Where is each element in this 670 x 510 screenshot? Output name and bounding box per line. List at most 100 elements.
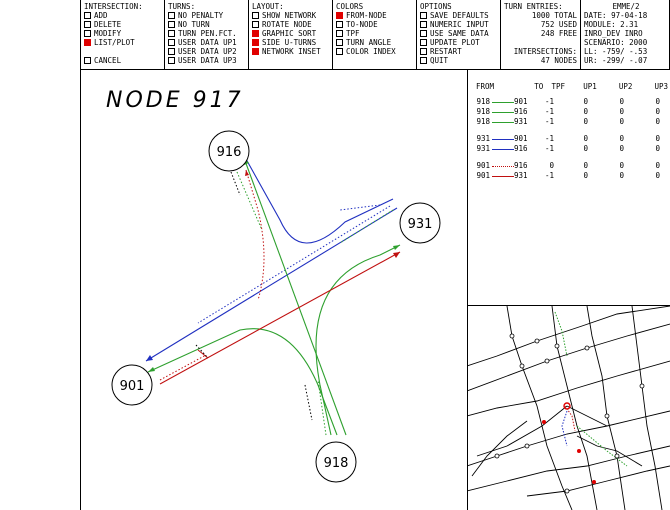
intersection-menu: INTERSECTION: ADD DELETE MODIFY LIST/PLO… xyxy=(81,0,165,70)
menu-item-update-plot[interactable]: UPDATE PLOT xyxy=(420,38,497,47)
checkbox-checked[interactable] xyxy=(252,39,259,46)
checkbox[interactable] xyxy=(84,57,91,64)
info-ur: UR: -299/ -.07 xyxy=(584,56,648,65)
menu-item-show-network[interactable]: SHOW NETWORK xyxy=(252,11,329,20)
checkbox[interactable] xyxy=(420,30,427,37)
info-user: INRO_DEV INRO xyxy=(584,29,643,38)
cell-up2: 0 xyxy=(619,107,624,116)
cell-up1: 0 xyxy=(583,97,588,106)
cell-up3: 0 xyxy=(655,171,660,180)
menu-item-side-u-turns[interactable]: SIDE U-TURNS xyxy=(252,38,329,47)
checkbox[interactable] xyxy=(336,48,343,55)
plot-area[interactable] xyxy=(80,70,670,510)
info-panel: EMME/2 DATE: 97-04-18 MODULE: 2.31 INRO_… xyxy=(581,0,670,70)
inset-node-marker xyxy=(577,449,581,453)
menu-item-use-same-data[interactable]: USE SAME DATA xyxy=(420,29,497,38)
checkbox[interactable] xyxy=(84,30,91,37)
layout-menu: LAYOUT: SHOW NETWORK ROTATE NODE GRAPHIC… xyxy=(249,0,333,70)
checkbox[interactable] xyxy=(168,57,175,64)
colors-header: COLORS xyxy=(336,2,364,11)
menu-item-cancel[interactable]: CANCEL xyxy=(84,56,161,65)
checkbox[interactable] xyxy=(336,21,343,28)
menu-item-numeric-input[interactable]: NUMERIC INPUT xyxy=(420,20,497,29)
color-swatch-line xyxy=(492,101,514,103)
cell-tpf: -1 xyxy=(544,144,554,153)
menu-item-rotate-node[interactable]: ROTATE NODE xyxy=(252,20,329,29)
menu-item-modify[interactable]: MODIFY xyxy=(84,29,161,38)
options-header: OPTIONS xyxy=(420,2,452,11)
checkbox[interactable] xyxy=(420,57,427,64)
checkbox[interactable] xyxy=(252,21,259,28)
cell-tpf: -1 xyxy=(544,134,554,143)
menu-item-user-data-up3[interactable]: USER DATA UP3 xyxy=(168,56,245,65)
checkbox[interactable] xyxy=(336,30,343,37)
cell-tpf: -1 xyxy=(544,171,554,180)
checkbox-checked[interactable] xyxy=(84,39,91,46)
cell-up2: 0 xyxy=(619,161,624,170)
checkbox[interactable] xyxy=(252,12,259,19)
checkbox[interactable] xyxy=(420,12,427,19)
menu-item-tpf[interactable]: TPF xyxy=(336,29,413,38)
checkbox-checked[interactable] xyxy=(336,12,343,19)
node-title: NODE 917 xyxy=(106,88,244,113)
menu-item-save-defaults[interactable]: SAVE DEFAULTS xyxy=(420,11,497,20)
turn-entries-free: 248 FREE xyxy=(540,29,577,38)
cell-up1: 0 xyxy=(583,107,588,116)
menu-item-no-penalty[interactable]: NO PENALTY xyxy=(168,11,245,20)
checkbox[interactable] xyxy=(168,48,175,55)
cell-tpf: -1 xyxy=(544,97,554,106)
menu-item-user-data-up1[interactable]: USER DATA UP1 xyxy=(168,38,245,47)
spacer xyxy=(84,47,161,56)
app-title: EMME/2 xyxy=(612,2,640,11)
checkbox[interactable] xyxy=(420,21,427,28)
intersections-count: 47 NODES xyxy=(540,56,577,65)
menu-item-quit[interactable]: QUIT xyxy=(420,56,497,65)
checkbox-checked[interactable] xyxy=(252,48,259,55)
checkbox[interactable] xyxy=(168,12,175,19)
menu-item-no-turn[interactable]: NO TURN xyxy=(168,20,245,29)
turns-header: TURNS: xyxy=(168,2,196,11)
checkbox[interactable] xyxy=(168,21,175,28)
checkbox[interactable] xyxy=(84,21,91,28)
checkbox[interactable] xyxy=(84,12,91,19)
menu-item-color-index[interactable]: COLOR INDEX xyxy=(336,47,413,56)
cell-up3: 0 xyxy=(655,161,660,170)
menu-item-graphic-sort[interactable]: GRAPHIC SORT xyxy=(252,29,329,38)
turn-table-panel xyxy=(467,70,670,510)
cell-up1: 0 xyxy=(583,134,588,143)
checkbox[interactable] xyxy=(420,48,427,55)
checkbox[interactable] xyxy=(168,30,175,37)
turn-entries-used: 752 USED xyxy=(540,20,577,29)
network-inset[interactable] xyxy=(467,306,670,510)
menu-item-to-node[interactable]: TO-NODE xyxy=(336,20,413,29)
checkbox[interactable] xyxy=(336,39,343,46)
checkbox[interactable] xyxy=(168,39,175,46)
color-swatch-line xyxy=(492,175,514,177)
col-from: FROM xyxy=(476,82,495,91)
turns-menu: TURNS: NO PENALTY NO TURN TURN PEN.FCT. … xyxy=(165,0,249,70)
menu-item-from-node[interactable]: FROM-NODE xyxy=(336,11,413,20)
checkbox-checked[interactable] xyxy=(252,30,259,37)
menu-item-list-plot[interactable]: LIST/PLOT xyxy=(84,38,161,47)
col-tpf: TPF xyxy=(551,82,566,91)
checkbox[interactable] xyxy=(420,39,427,46)
menu-item-restart[interactable]: RESTART xyxy=(420,47,497,56)
intersection-header: INTERSECTION: xyxy=(84,2,143,11)
cell-up1: 0 xyxy=(583,161,588,170)
menu-item-user-data-up2[interactable]: USER DATA UP2 xyxy=(168,47,245,56)
menu-item-turn-angle[interactable]: TURN ANGLE xyxy=(336,38,413,47)
menu-item-network-inset[interactable]: NETWORK INSET xyxy=(252,47,329,56)
cell-from: 931 xyxy=(476,134,490,143)
cell-up3: 0 xyxy=(655,97,660,106)
menu-item-turn-pen-fct[interactable]: TURN PEN.FCT. xyxy=(168,29,245,38)
menu-item-delete[interactable]: DELETE xyxy=(84,20,161,29)
menu-item-add[interactable]: ADD xyxy=(84,11,161,20)
inset-current-node xyxy=(563,402,571,410)
